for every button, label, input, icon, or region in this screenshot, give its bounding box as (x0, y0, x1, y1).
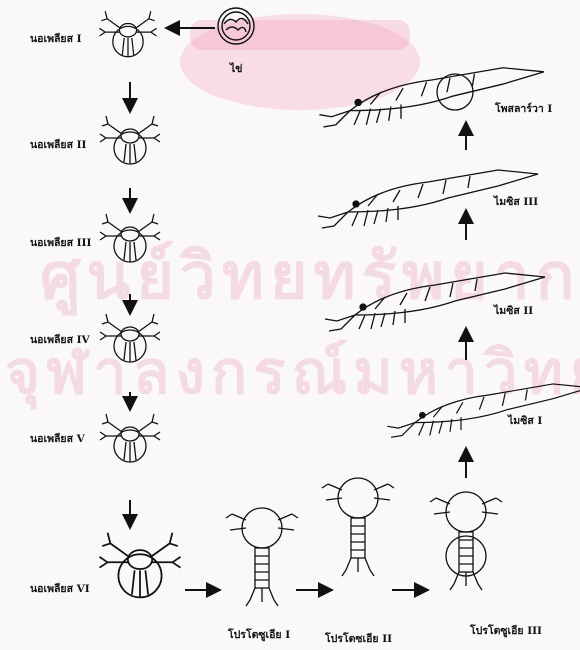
label-nauplius-4: นอเพลียส IV (30, 331, 90, 348)
label-protozoea-2: โปรโตซเอีย II (325, 630, 392, 647)
nauplius-1-illustration (100, 11, 157, 57)
label-nauplius-3: นอเพลียส III (30, 234, 91, 251)
nauplius-4-illustration (100, 314, 160, 362)
protozoea-3-illustration (430, 492, 502, 590)
protozoea-1-illustration (226, 508, 298, 606)
mysis-1-illustration (387, 384, 580, 437)
label-nauplius-2: นอเพลียส II (30, 136, 86, 153)
postlarva-1-illustration (319, 68, 543, 127)
nauplius-6-illustration (100, 533, 181, 598)
protozoea-2-illustration (322, 478, 394, 576)
label-nauplius-6: นอเพลียส VI (30, 580, 90, 597)
label-protozoea-3: โปรโตซูเอีย III (470, 622, 542, 639)
egg-illustration (218, 8, 254, 44)
label-mysis-2: ไมซิส II (494, 302, 533, 319)
label-postlarva-1: โพสลาร์วา I (495, 100, 552, 117)
label-nauplius-1: นอเพลียส I (30, 30, 82, 47)
label-mysis-3: ไมซิส III (494, 193, 538, 210)
nauplius-2-illustration (100, 116, 160, 164)
label-protozoea-1: โปรโตซูเอีย I (228, 626, 290, 643)
label-egg: ไข่ (230, 60, 242, 77)
label-mysis-1: ไมซิส I (508, 412, 542, 429)
nauplius-5-illustration (100, 414, 160, 462)
label-nauplius-5: นอเพลียส V (30, 430, 85, 447)
nauplius-3-illustration (100, 214, 160, 262)
